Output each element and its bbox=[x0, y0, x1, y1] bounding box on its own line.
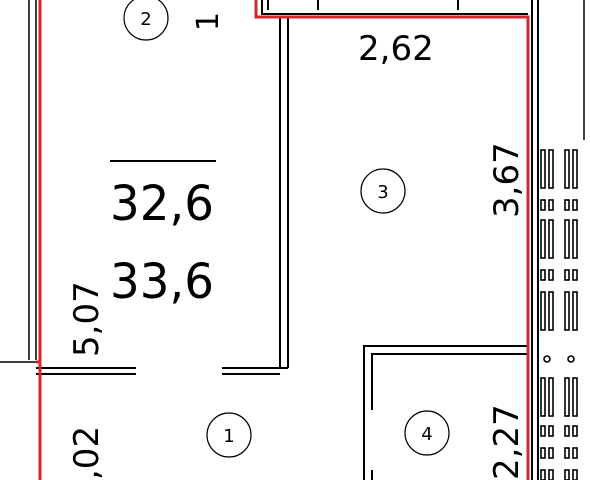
facade-element bbox=[564, 469, 570, 480]
svg-text:4: 4 bbox=[421, 424, 432, 445]
facade-element bbox=[572, 199, 578, 211]
facade-element bbox=[572, 291, 578, 331]
facade-pattern bbox=[540, 149, 578, 480]
facade-element bbox=[572, 425, 578, 437]
facade-element bbox=[572, 469, 578, 480]
facade-element bbox=[540, 219, 546, 259]
facade-element bbox=[572, 447, 578, 459]
svg-text:3: 3 bbox=[377, 182, 388, 203]
room-marker-4: 4 bbox=[404, 410, 450, 456]
facade-element bbox=[564, 269, 570, 281]
facade-element bbox=[564, 219, 570, 259]
dimension-left-height: 5,07 bbox=[67, 281, 107, 357]
facade-element bbox=[548, 377, 554, 417]
dimension-right-lower: 2,27 bbox=[487, 404, 527, 480]
dimension-left-lower: ,02 bbox=[67, 426, 107, 480]
facade-element bbox=[564, 291, 570, 331]
room-marker-3: 3 bbox=[360, 168, 406, 214]
facade-element bbox=[564, 425, 570, 437]
room-marker-1: 1 bbox=[206, 412, 252, 458]
living-area-label: 32,6 bbox=[110, 176, 214, 232]
facade-element bbox=[548, 269, 554, 281]
total-area-label: 33,6 bbox=[110, 254, 214, 310]
facade-element bbox=[540, 149, 546, 189]
facade-element bbox=[564, 377, 570, 417]
facade-element bbox=[548, 219, 554, 259]
facade-element bbox=[564, 199, 570, 211]
dimension-top-width: 2,62 bbox=[358, 29, 434, 69]
facade-element bbox=[548, 425, 554, 437]
facade-element bbox=[567, 355, 575, 363]
facade-element bbox=[548, 447, 554, 459]
facade-element bbox=[548, 291, 554, 331]
room-marker-2: 2 bbox=[123, 0, 169, 41]
facade-element bbox=[572, 377, 578, 417]
apartment-outline bbox=[36, 0, 530, 480]
facade-element bbox=[572, 269, 578, 281]
facade-element bbox=[540, 447, 546, 459]
dimension-top-left-partial: 1 bbox=[191, 12, 226, 31]
facade-element bbox=[564, 149, 570, 189]
facade-element bbox=[540, 199, 546, 211]
facade-element bbox=[548, 199, 554, 211]
facade-element bbox=[540, 377, 546, 417]
facade-element bbox=[548, 149, 554, 189]
facade-element bbox=[540, 425, 546, 437]
facade-element bbox=[540, 469, 546, 480]
svg-text:1: 1 bbox=[223, 426, 234, 447]
svg-text:2: 2 bbox=[140, 9, 151, 30]
facade-element bbox=[572, 219, 578, 259]
facade-element bbox=[543, 355, 551, 363]
facade-element bbox=[540, 291, 546, 331]
facade-element bbox=[540, 269, 546, 281]
dimension-right-upper: 3,67 bbox=[487, 142, 527, 218]
facade-element bbox=[572, 149, 578, 189]
facade-element bbox=[564, 447, 570, 459]
facade-element bbox=[548, 469, 554, 480]
